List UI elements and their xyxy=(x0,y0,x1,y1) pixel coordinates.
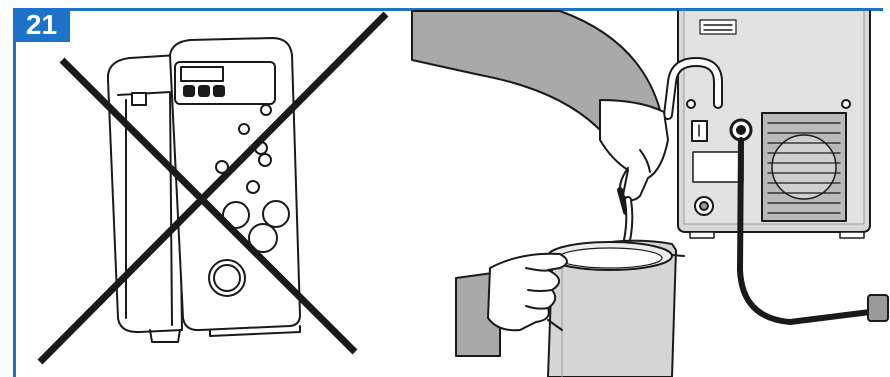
left-panel-device xyxy=(108,38,300,342)
water-jug xyxy=(548,241,684,377)
upper-arm-hand xyxy=(412,11,668,212)
right-panel-device-back xyxy=(678,11,870,238)
step-number-badge: 21 xyxy=(13,8,70,42)
